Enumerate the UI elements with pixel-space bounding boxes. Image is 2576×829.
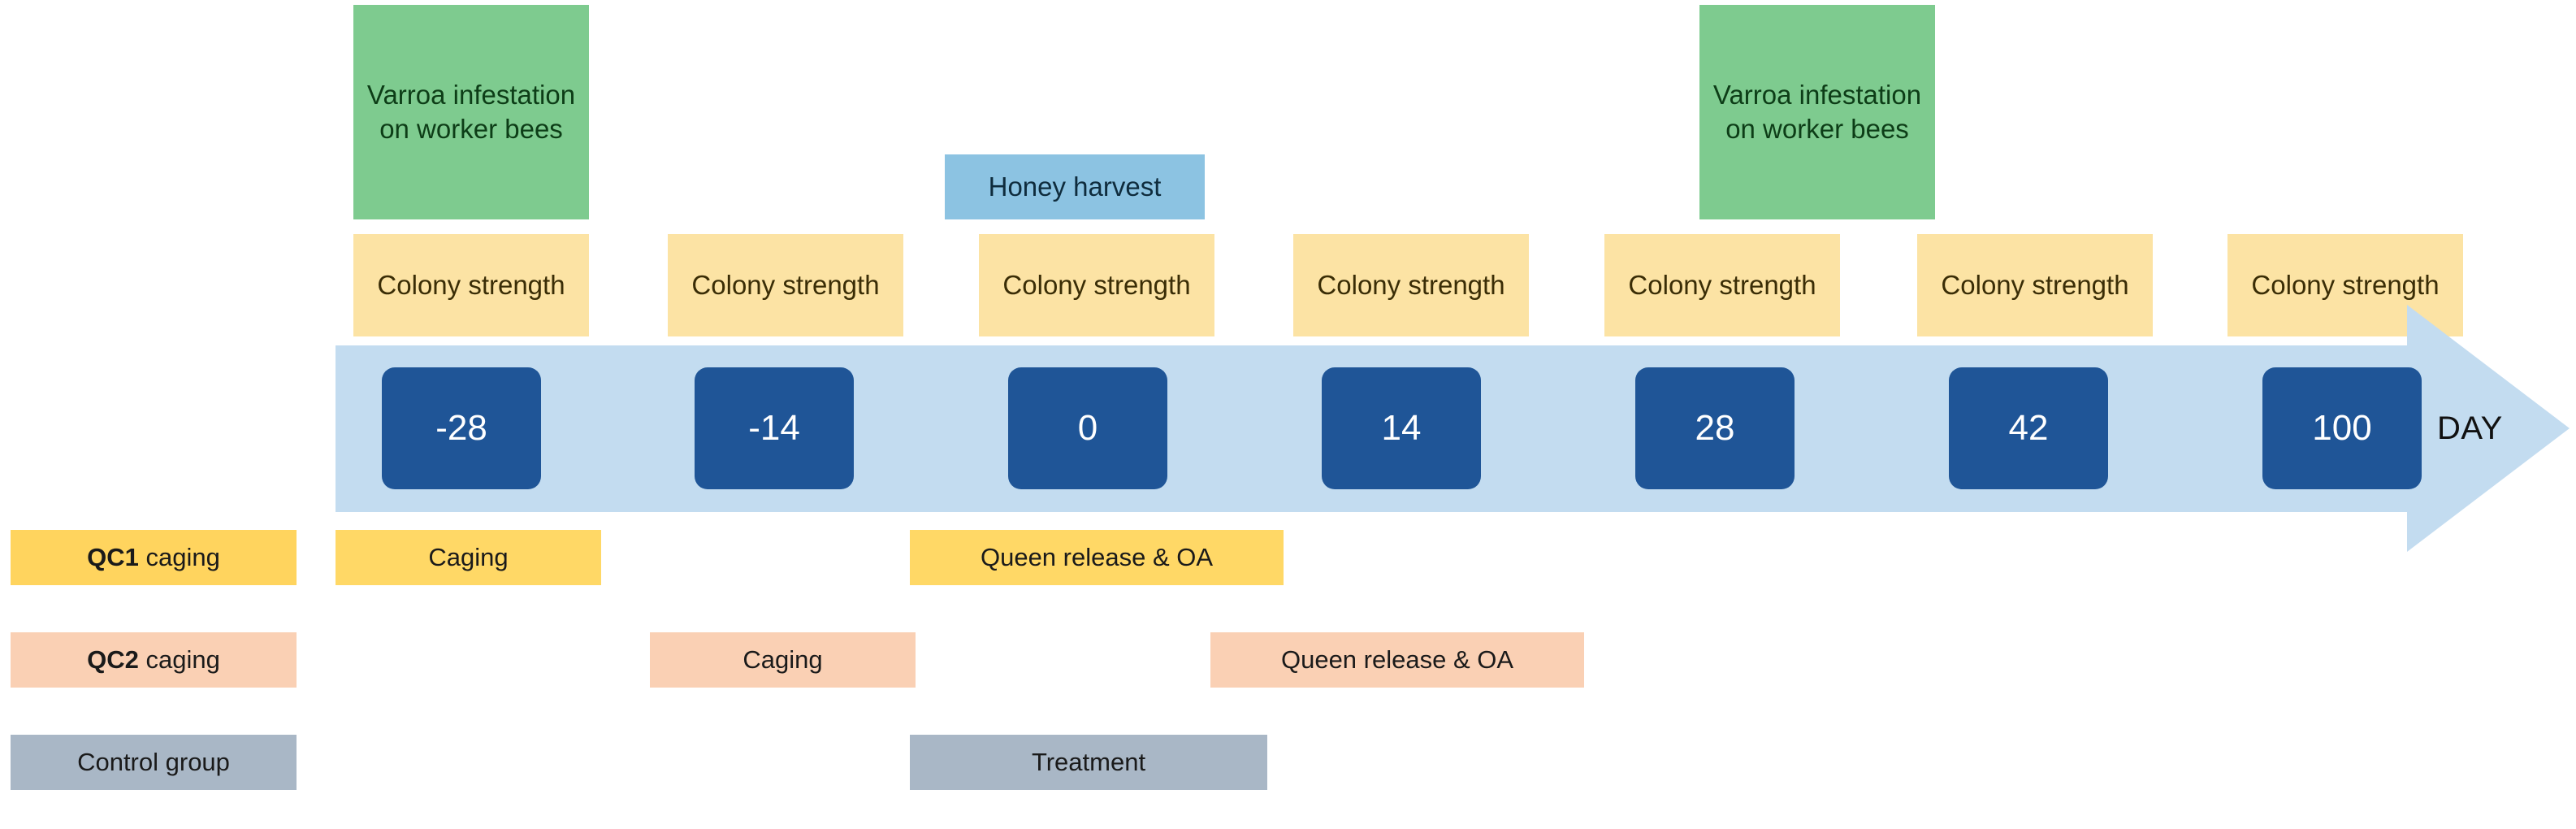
group-segment-qc2-caging: Caging — [650, 632, 916, 688]
group-segment-label: Caging — [742, 645, 823, 674]
day-marker-28[interactable]: 28 — [1635, 367, 1795, 489]
event-box-colony-strength-day-100: Colony strength — [2227, 234, 2463, 336]
day-marker-label: 0 — [1077, 408, 1098, 448]
event-box-varroa-day-42: Varroa infestation on worker bees — [1699, 5, 1935, 219]
day-marker-0[interactable]: 0 — [1008, 367, 1167, 489]
timeline-arrowhead-icon — [2407, 305, 2570, 552]
event-label-varroa: Varroa infestation on worker bees — [366, 79, 576, 144]
day-marker-label: 14 — [1381, 408, 1422, 448]
event-label-colony-strength: Colony strength — [1002, 269, 1191, 300]
day-marker-label: 42 — [2008, 408, 2049, 448]
day-marker-label: 100 — [2312, 408, 2372, 448]
event-box-colony-strength-day-42b: Colony strength — [1917, 234, 2153, 336]
group-segment-qc1-queen-release-oa: Queen release & OA — [910, 530, 1284, 585]
event-box-colony-strength-day--14: Colony strength — [668, 234, 903, 336]
event-box-varroa-day--28: Varroa infestation on worker bees — [353, 5, 589, 219]
group-label-qc1-text: QC1 caging — [87, 543, 220, 572]
event-box-colony-strength-day-28: Colony strength — [1604, 234, 1840, 336]
day-marker-label: -14 — [748, 408, 800, 448]
group-segment-label: Queen release & OA — [980, 543, 1214, 571]
group-segment-label: Caging — [428, 543, 509, 571]
group-label-qc1-suffix: caging — [138, 543, 220, 571]
event-label-colony-strength: Colony strength — [1941, 269, 2129, 300]
event-label-honey-harvest: Honey harvest — [988, 171, 1162, 202]
day-marker-14[interactable]: 14 — [1322, 367, 1481, 489]
group-label-control-suffix: Control group — [77, 748, 230, 776]
group-segment-qc2-queen-release-oa: Queen release & OA — [1210, 632, 1584, 688]
group-segment-label: Queen release & OA — [1280, 645, 1514, 674]
day-marker--14[interactable]: -14 — [695, 367, 854, 489]
group-label-qc2-prefix: QC2 — [87, 645, 139, 674]
group-segment-control-treatment: Treatment — [910, 735, 1267, 790]
day-marker-label: -28 — [435, 408, 487, 448]
event-label-varroa: Varroa infestation on worker bees — [1712, 79, 1922, 144]
event-box-colony-strength-day-14: Colony strength — [1293, 234, 1529, 336]
event-label-colony-strength: Colony strength — [377, 269, 565, 300]
axis-label-day-text: DAY — [2437, 410, 2503, 446]
day-marker-label: 28 — [1695, 408, 1735, 448]
event-label-colony-strength: Colony strength — [1628, 269, 1816, 300]
group-label-control-text: Control group — [77, 748, 230, 777]
group-label-qc2: QC2 caging — [11, 632, 297, 688]
event-label-colony-strength: Colony strength — [2251, 269, 2440, 300]
event-box-honey-harvest-day-0: Honey harvest — [945, 154, 1205, 219]
day-marker-42[interactable]: 42 — [1949, 367, 2108, 489]
event-label-colony-strength: Colony strength — [691, 269, 880, 300]
event-label-colony-strength: Colony strength — [1317, 269, 1505, 300]
group-label-control: Control group — [11, 735, 297, 790]
group-segment-label: Treatment — [1031, 748, 1146, 776]
event-box-colony-strength-day--28: Colony strength — [353, 234, 589, 336]
day-marker--28[interactable]: -28 — [382, 367, 541, 489]
group-label-qc1: QC1 caging — [11, 530, 297, 585]
group-label-qc1-prefix: QC1 — [87, 543, 139, 571]
day-marker-100[interactable]: 100 — [2262, 367, 2422, 489]
axis-label-day: DAY — [2437, 367, 2567, 489]
group-label-qc2-text: QC2 caging — [87, 645, 220, 675]
event-box-colony-strength-day-0: Colony strength — [979, 234, 1214, 336]
group-label-qc2-suffix: caging — [138, 645, 220, 674]
group-segment-qc1-caging: Caging — [336, 530, 601, 585]
